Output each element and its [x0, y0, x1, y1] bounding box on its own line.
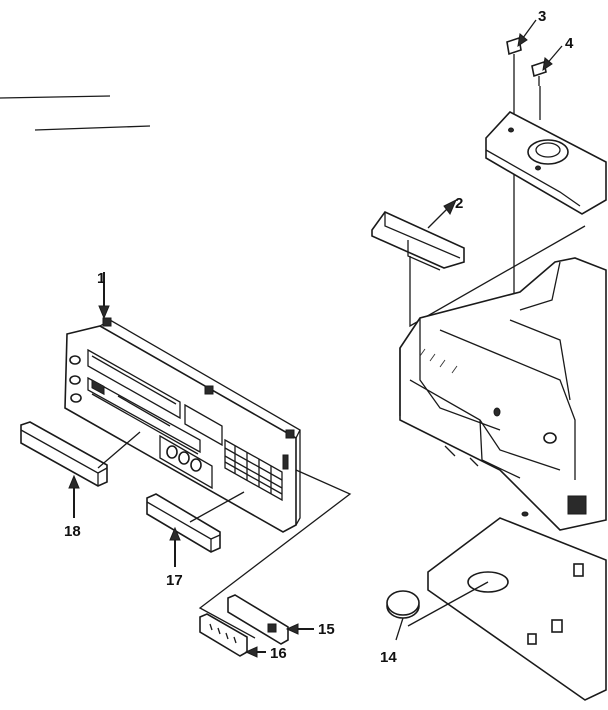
scan-artifact-lines — [0, 95, 151, 131]
callout-2: 2 — [455, 195, 463, 212]
callout-17: 17 — [166, 572, 183, 589]
screw-part-3 — [506, 19, 537, 66]
guide-bracket-part-2 — [371, 198, 586, 328]
callout-4: 4 — [565, 35, 574, 52]
callout-1: 1 — [97, 270, 105, 287]
front-panel-part-1 — [64, 317, 301, 533]
leader-lines — [198, 469, 352, 639]
assembly-axis-lines — [513, 66, 541, 330]
chassis-base-plate — [427, 511, 607, 701]
main-chassis-assembly — [399, 257, 607, 531]
callout-3: 3 — [538, 8, 546, 25]
trim-strip-part-17 — [146, 491, 245, 567]
callout-14: 14 — [380, 649, 397, 666]
button-strip-part-16 — [199, 613, 266, 658]
screw-part-4 — [531, 45, 563, 86]
trim-strip-part-18 — [20, 421, 141, 518]
round-foot-part-14 — [386, 581, 489, 641]
callout-18: 18 — [64, 523, 81, 540]
callout-15: 15 — [318, 621, 335, 638]
button-matrix — [159, 434, 289, 502]
bracket-part-15 — [227, 594, 314, 645]
callout-16: 16 — [270, 645, 287, 662]
top-mounting-bracket — [485, 111, 607, 215]
leader-part-1 — [98, 272, 110, 320]
